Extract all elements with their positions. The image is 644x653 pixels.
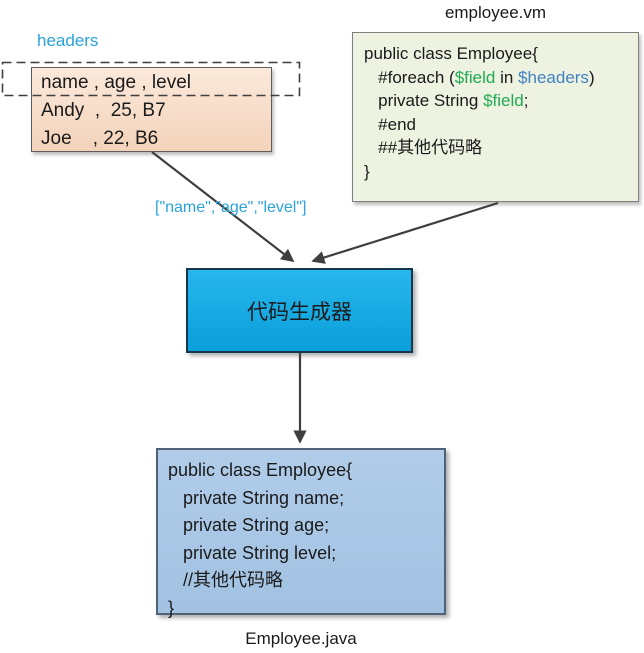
csv-header-row: name , age , level	[41, 72, 191, 93]
java-code-line: private String age;	[168, 515, 330, 535]
java-code-line: private String level;	[168, 542, 337, 563]
variable-token: $headers	[518, 67, 589, 87]
vm-code-line: #end	[364, 114, 416, 134]
java-file-title: Employee.java	[245, 629, 357, 648]
code-generator-label: 代码生成器	[247, 300, 352, 324]
java-code-line: }	[168, 597, 175, 618]
vm-code-line: ##其他代码略	[364, 138, 483, 157]
code-text: ;	[523, 91, 529, 110]
generated-java-box: public class Employee{ private String na…	[156, 448, 446, 618]
code-text: private String	[364, 91, 484, 110]
java-code-line: private String name;	[168, 487, 345, 508]
java-code-line: //其他代码略	[168, 570, 284, 590]
variable-token: $field	[454, 67, 496, 87]
csv-data-box: name , age , level Andy , 25, B7 Joe , 2…	[31, 67, 272, 152]
code-text: )	[588, 67, 595, 87]
vm-code-line: private String $field;	[364, 89, 638, 113]
headers-annotation: headers	[37, 31, 99, 50]
code-text: in	[495, 67, 519, 87]
code-generator-box: 代码生成器	[186, 268, 413, 353]
vm-code-line: #foreach ($field in $headers)	[364, 66, 638, 90]
csv-data-row: Joe , 22, B6	[41, 128, 159, 149]
vm-file-title: employee.vm	[444, 3, 547, 22]
csv-data-row: Andy , 25, B7	[41, 100, 166, 121]
arrow-vm-to-generator	[311, 201, 499, 264]
java-code-line: public class Employee{	[168, 460, 353, 480]
vm-code-line: public class Employee{	[364, 44, 538, 63]
headers-array-annotation: ["name","age","level"]	[155, 199, 307, 216]
variable-token: $field	[483, 91, 524, 110]
vm-code-line: }	[364, 161, 370, 181]
code-text: #foreach (	[364, 67, 455, 87]
vm-template-box: public class Employee{ #foreach ($field …	[352, 32, 639, 202]
